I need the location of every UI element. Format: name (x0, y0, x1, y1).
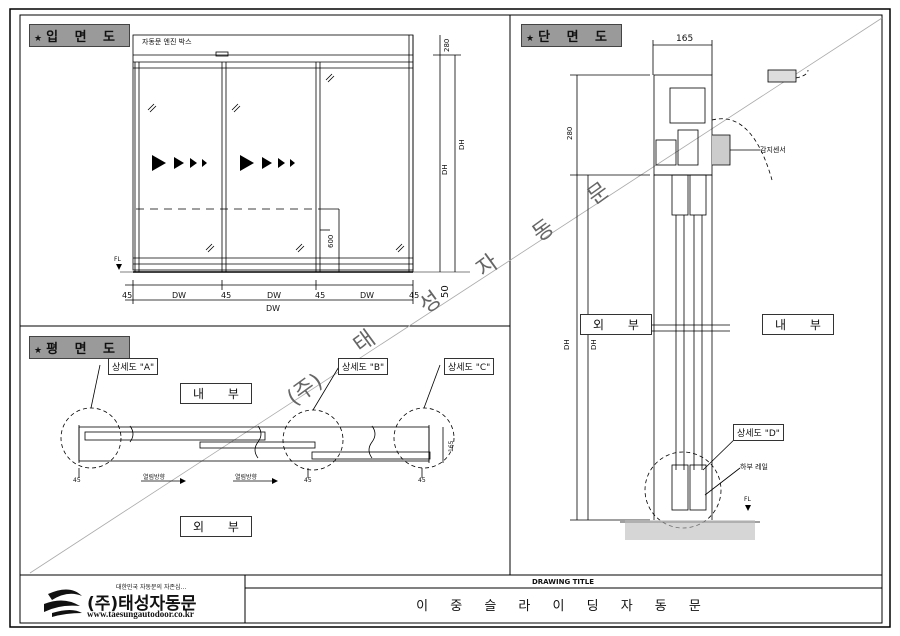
detail-b-callout: 상세도 "B" (338, 358, 389, 375)
bottom-rail-label: 하부 레일 (740, 463, 768, 471)
elevation-dim-45-2: 45 (221, 291, 232, 300)
plan-dim-45-1: 45 (73, 477, 81, 484)
elevation-dim-dw-total: DW (266, 304, 281, 313)
elevation-view-tag: ★입 면 도 (29, 24, 131, 47)
plan-outside-label: 외 부 (180, 516, 252, 537)
detail-d-callout: 상세도 "D" (733, 424, 784, 441)
plan-view-tag: ★평 면 도 (29, 336, 131, 359)
section-ground (625, 520, 755, 540)
elevation-dim-dw-1: DW (172, 291, 187, 300)
elevation-dim-45-4: 45 (409, 291, 420, 300)
plan-dim-45-3: 45 (418, 477, 426, 484)
open-direction-label-1: 열림방향 (143, 474, 166, 481)
elevation-dim-280: 280 (443, 38, 451, 52)
elevation-fl-label: FL (114, 256, 121, 263)
plan-dim-45-2: 45 (304, 477, 312, 484)
section-inside-label: 내 부 (762, 314, 834, 335)
drawing-title: 이 중 슬 라 이 딩 자 동 문 (416, 599, 710, 614)
section-fl-label: FL (744, 496, 751, 503)
elevation-dim-600: 600 (327, 234, 335, 248)
section-drawing (570, 40, 809, 529)
sensor-label: 감지센서 (760, 146, 786, 154)
company-logo-box: 대한민국 자동문의 자존심... (주)태성자동문 www.taesungaut… (21, 577, 245, 622)
section-dim-280: 280 (566, 126, 574, 140)
open-direction-label-2: 열림방향 (235, 474, 258, 481)
company-logo-mark (44, 589, 82, 617)
engine-box-label: 자동문 엔진 박스 (142, 38, 192, 46)
elevation-arrows (116, 155, 295, 270)
elevation-dim-45-1: 45 (122, 291, 133, 300)
elevation-dim-45-3: 45 (315, 291, 326, 300)
elevation-dim-50: 50 (440, 285, 451, 298)
plan-drawing (60, 364, 455, 482)
elevation-dim-dh-inner: DH (441, 164, 449, 175)
drawing-title-label: DRAWING TITLE (531, 578, 595, 586)
section-fl-mark (745, 505, 751, 511)
company-url: www.taesungautodoor.co.kr (87, 609, 194, 619)
section-dim-dh-inner: DH (590, 339, 598, 350)
drawing-title-block: DRAWING TITLE 이 중 슬 라 이 딩 자 동 문 (245, 577, 881, 622)
plan-inside-label: 내 부 (180, 383, 252, 404)
company-tagline: 대한민국 자동문의 자존심... (116, 584, 187, 591)
elevation-drawing (120, 34, 470, 304)
company-name: (주)태성자동문 (87, 594, 197, 614)
plan-arrowheads (180, 478, 278, 484)
detail-c-callout: 상세도 "C" (444, 358, 495, 375)
section-dim-165: 165 (676, 34, 694, 44)
elevation-dim-dw-2: DW (267, 291, 282, 300)
section-dim-dh-outer: DH (563, 339, 571, 350)
plan-dim-165: 165 (448, 440, 455, 452)
section-view-tag: ★단 면 도 (521, 24, 623, 47)
detail-a-callout: 상세도 "A" (108, 358, 159, 375)
elevation-dim-dw-3: DW (360, 291, 375, 300)
section-outside-label: 외 부 (580, 314, 652, 335)
elevation-dim-dh-outer: DH (458, 139, 466, 150)
